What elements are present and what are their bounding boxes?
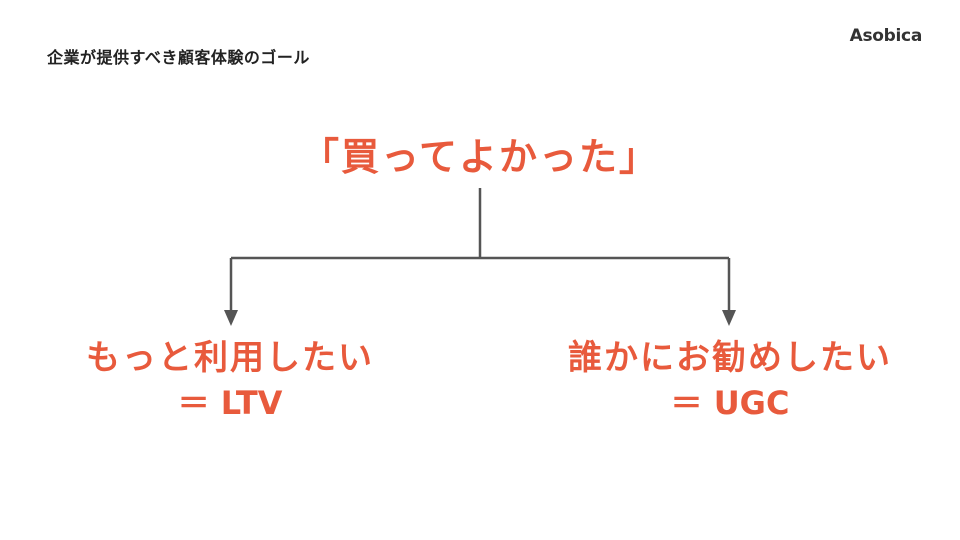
slide-title: 企業が提供すべき顧客体験のゴール	[47, 48, 310, 67]
branch-ltv: もっと利用したい ＝ LTV	[70, 336, 390, 426]
branch-ltv-label: もっと利用したい	[86, 338, 374, 378]
arrow-left-head	[224, 310, 238, 326]
branch-ugc: 誰かにお勧めしたい ＝ UGC	[550, 336, 910, 426]
branch-ltv-metric: ＝ LTV	[177, 384, 283, 422]
arrow-right-head	[722, 310, 736, 326]
branch-ugc-metric: ＝ UGC	[670, 384, 790, 422]
branch-ugc-label: 誰かにお勧めしたい	[568, 338, 892, 378]
root-node: 「買ってよかった」	[300, 135, 660, 179]
brand-logo: Asobica	[849, 26, 923, 46]
